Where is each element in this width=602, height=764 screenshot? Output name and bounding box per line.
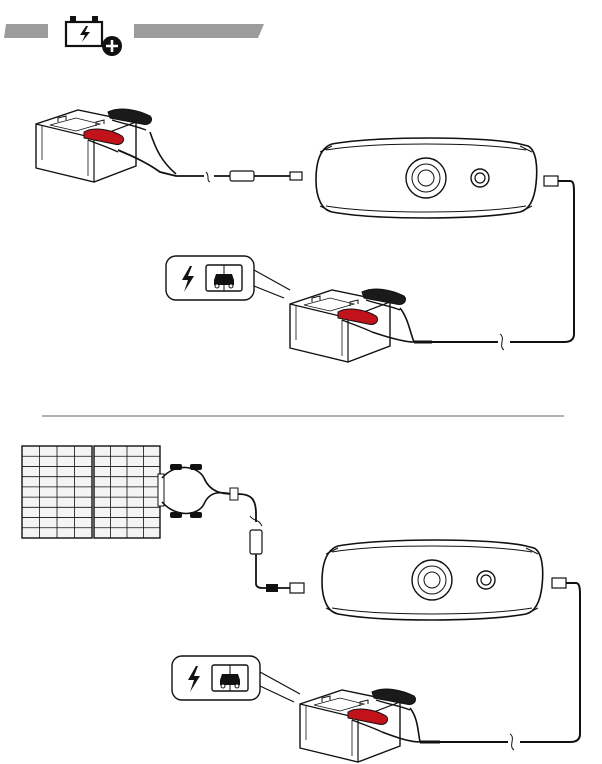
output-cable-2 [440, 582, 581, 743]
jump-starter-device-2 [321, 539, 544, 621]
source-battery [35, 109, 137, 183]
device-output-plug-2 [551, 577, 567, 589]
output-cable [432, 180, 575, 343]
info-badge-2 [171, 655, 301, 703]
header-right-bar [134, 24, 264, 38]
source-plug [289, 171, 303, 181]
solar-panel [21, 445, 165, 539]
jump-starter-device [315, 137, 538, 219]
solar-y-connector [229, 487, 239, 501]
target-battery-2 [299, 689, 401, 763]
header [4, 16, 264, 56]
section-solar-source [21, 445, 581, 763]
target-battery [289, 289, 391, 363]
info-badge [165, 255, 291, 301]
solar-grid [22, 446, 160, 538]
inline-fuse [229, 170, 255, 182]
device-output-plug [543, 175, 559, 187]
solar-plug [289, 582, 305, 594]
solar-inline-fuse [249, 529, 263, 555]
source-cable [117, 149, 232, 177]
header-left-bar [4, 24, 48, 38]
section-battery-source [35, 108, 575, 363]
battery-charge-add-icon [64, 16, 122, 56]
